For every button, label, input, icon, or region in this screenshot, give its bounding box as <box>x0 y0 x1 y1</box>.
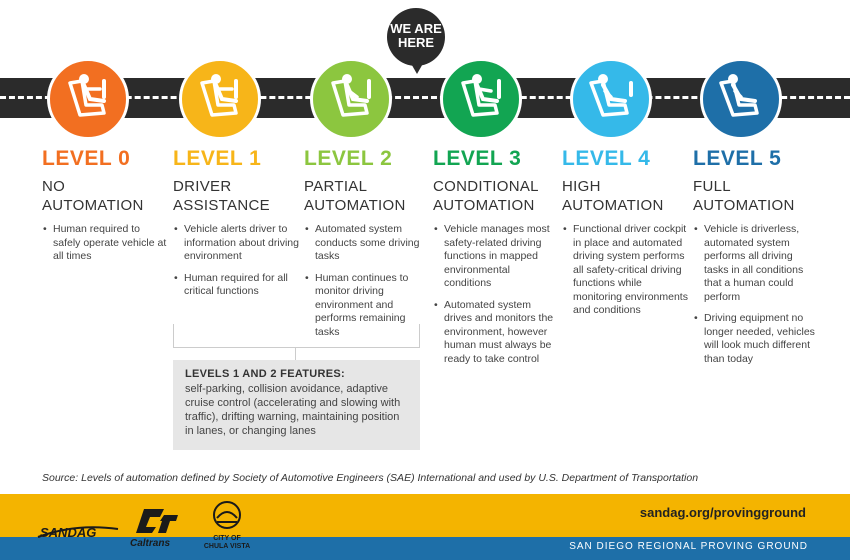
level-0-column: LEVEL 0 NO AUTOMATION Human required to … <box>42 146 168 272</box>
caltrans-logo-text: Caltrans <box>130 538 171 549</box>
level-1-name-line2: ASSISTANCE <box>173 197 270 214</box>
bullet: Automated system drives and monitors the… <box>434 299 559 367</box>
level-5-column: LEVEL 5 FULL AUTOMATION Vehicle is drive… <box>693 146 819 374</box>
driver-hands-ready-icon <box>461 74 501 117</box>
level-4-name: HIGH AUTOMATION <box>562 177 688 215</box>
caltrans-logo: Caltrans <box>130 505 186 549</box>
bullet: Vehicle alerts driver to information abo… <box>174 223 299 264</box>
bullet: Driving equipment no longer needed, vehi… <box>694 312 819 366</box>
level-2-bullets: Automated system conducts some driving t… <box>304 223 430 339</box>
source-note: Source: Levels of automation defined by … <box>42 472 699 484</box>
level-2-name-line2: AUTOMATION <box>304 197 406 214</box>
bracket-connector <box>295 348 296 360</box>
level-2-name-line1: PARTIAL <box>304 178 368 195</box>
level-1-name: DRIVER ASSISTANCE <box>173 177 299 215</box>
level-4-column: LEVEL 4 HIGH AUTOMATION Functional drive… <box>562 146 688 326</box>
level-5-name: FULL AUTOMATION <box>693 177 819 215</box>
marker-pointer <box>409 60 425 74</box>
driver-relaxed-icon <box>589 74 633 117</box>
marker-line1: WE ARE <box>390 21 442 36</box>
driver-hands-on-icon <box>68 74 106 117</box>
level-4-name-line2: AUTOMATION <box>562 197 664 214</box>
sandag-logo-text: SANDAG <box>40 525 97 540</box>
level-3-name: CONDITIONAL AUTOMATION <box>433 177 559 215</box>
level-5-name-line2: AUTOMATION <box>693 197 795 214</box>
marker-bubble: WE ARE HERE <box>387 8 445 66</box>
level-2-title: LEVEL 2 <box>304 147 393 170</box>
level-1-name-line1: DRIVER <box>173 178 232 195</box>
level-3-bullets: Vehicle manages most safety-related driv… <box>433 223 559 366</box>
level-0-name-line1: NO <box>42 178 66 195</box>
level-0-title: LEVEL 0 <box>42 147 131 170</box>
bullet: Vehicle is driverless, automated system … <box>694 223 819 304</box>
levels-1-2-bracket <box>173 324 420 348</box>
bullet: Vehicle manages most safety-related driv… <box>434 223 559 291</box>
level-1-column: LEVEL 1 DRIVER ASSISTANCE Vehicle alerts… <box>173 146 299 307</box>
sandag-logo: SANDAG <box>37 525 119 540</box>
level-1-bullets: Vehicle alerts driver to information abo… <box>173 223 299 299</box>
level-1-title: LEVEL 1 <box>173 147 262 170</box>
lane-markings <box>0 96 850 99</box>
level-2-name: PARTIAL AUTOMATION <box>304 177 430 215</box>
chula-vista-seal-icon <box>213 501 241 529</box>
bullet: Automated system conducts some driving t… <box>305 223 430 264</box>
footer-tagline: SAN DIEGO REGIONAL PROVING GROUND <box>569 541 808 552</box>
level-0-bullets: Human required to safely operate vehicle… <box>42 223 168 264</box>
footer-band <box>0 537 850 560</box>
features-heading: LEVELS 1 AND 2 FEATURES: <box>185 368 345 380</box>
level-4-title: LEVEL 4 <box>562 147 651 170</box>
we-are-here-marker: WE ARE HERE <box>387 8 447 74</box>
level-0-name-line2: AUTOMATION <box>42 197 144 214</box>
level-5-name-line1: FULL <box>693 178 731 195</box>
chula-vista-line2: CHULA VISTA <box>203 543 251 550</box>
level-5-circle <box>700 58 782 140</box>
level-5-bullets: Vehicle is driverless, automated system … <box>693 223 819 366</box>
website-link[interactable]: sandag.org/provingground <box>639 505 806 520</box>
levels-1-2-features-box: LEVELS 1 AND 2 FEATURES: self-parking, c… <box>173 360 420 450</box>
chula-vista-line1: CITY OF <box>213 535 241 542</box>
bullet: Functional driver cockpit in place and a… <box>563 223 688 318</box>
level-0-name: NO AUTOMATION <box>42 177 168 215</box>
level-4-name-line1: HIGH <box>562 178 601 195</box>
bullet: Human required for all critical function… <box>174 272 299 299</box>
bullet: Human continues to monitor driving envir… <box>305 272 430 340</box>
level-2-circle <box>310 58 392 140</box>
passenger-only-icon <box>719 74 759 117</box>
chula-vista-logo: CITY OF CHULA VISTA <box>200 500 254 550</box>
level-0-circle <box>47 58 129 140</box>
marker-line2: HERE <box>397 35 435 50</box>
level-3-title: LEVEL 3 <box>433 147 522 170</box>
level-3-column: LEVEL 3 CONDITIONAL AUTOMATION Vehicle m… <box>433 146 559 374</box>
level-2-column: LEVEL 2 PARTIAL AUTOMATION Automated sys… <box>304 146 430 347</box>
level-3-circle <box>440 58 522 140</box>
level-3-name-line2: AUTOMATION <box>433 197 535 214</box>
bullet: Human required to safely operate vehicle… <box>43 223 168 264</box>
driver-hands-low-icon <box>331 74 371 117</box>
level-4-bullets: Functional driver cockpit in place and a… <box>562 223 688 318</box>
level-3-name-line1: CONDITIONAL <box>433 178 539 195</box>
features-text: self-parking, collision avoidance, adapt… <box>185 383 401 437</box>
level-4-circle <box>570 58 652 140</box>
level-5-title: LEVEL 5 <box>693 147 782 170</box>
driver-hands-on-icon <box>200 74 238 117</box>
level-1-circle <box>179 58 261 140</box>
